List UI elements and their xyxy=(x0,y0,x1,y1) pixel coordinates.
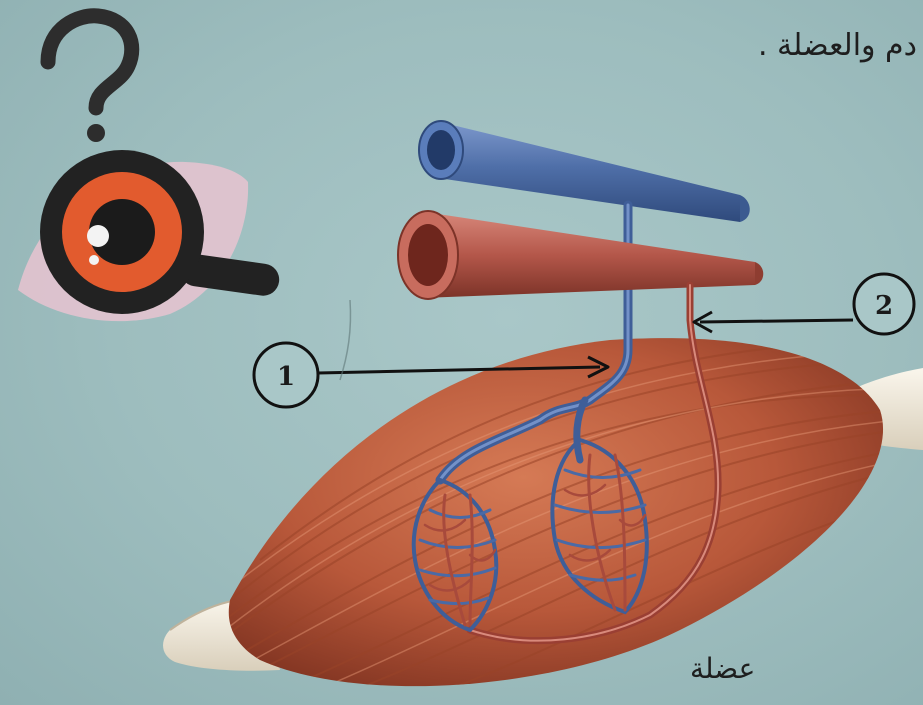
label-2: 2 xyxy=(875,291,893,321)
label-1: 1 xyxy=(277,362,295,392)
question-mark-icon xyxy=(48,16,132,142)
muscle-caption: عضلة xyxy=(690,652,755,685)
eye-magnifier-icon xyxy=(18,150,281,321)
pencil-mark xyxy=(340,300,351,380)
muscle-body xyxy=(220,338,900,705)
